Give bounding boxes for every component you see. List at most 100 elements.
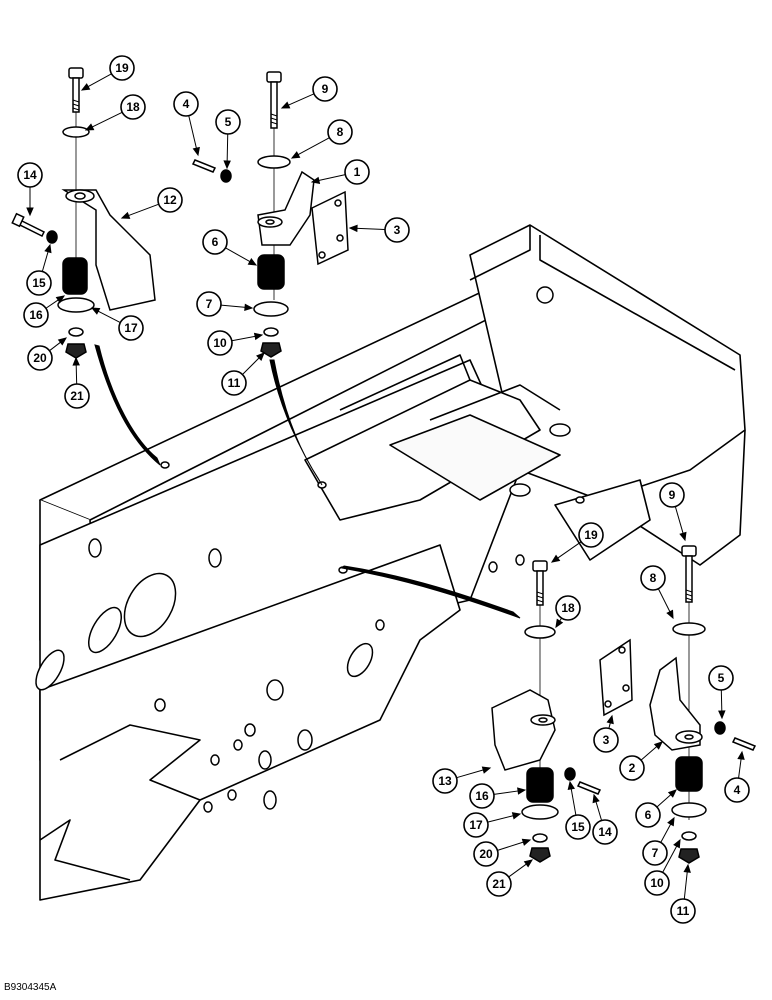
callout-19: 19 (578, 522, 604, 548)
callout-leader-1 (316, 174, 346, 182)
callout-leader-5 (226, 133, 229, 164)
callout-12: 12 (157, 187, 183, 213)
callout-number: 20 (33, 351, 47, 365)
callout-bubble (221, 370, 247, 396)
callout-number: 15 (32, 276, 46, 290)
callout-number: 16 (29, 308, 43, 322)
callout-number: 8 (337, 125, 344, 139)
callout-bubble (118, 315, 144, 341)
callout-arrowhead-11 (256, 352, 265, 361)
mount-bracket-12-group (11, 67, 156, 359)
callout-16: 16 (469, 783, 495, 809)
callout-number: 13 (438, 774, 452, 788)
callout-number: 18 (126, 100, 140, 114)
callout-bubble (619, 755, 645, 781)
callout-bubble (215, 109, 241, 135)
washer-18-upper (62, 126, 90, 138)
callout-arrowhead-8 (290, 151, 301, 159)
callout-leader-4 (188, 115, 198, 151)
callout-bubble (312, 76, 338, 102)
callout-arrowhead-2 (653, 741, 663, 750)
callout-leaders (26, 73, 745, 900)
callout-bubble (555, 595, 581, 621)
callout-bubble (64, 383, 90, 409)
callout-bubble (27, 345, 53, 371)
mount-bracket-2-group (599, 545, 757, 864)
callout-bubble (120, 94, 146, 120)
callout-leader-20 (49, 340, 63, 352)
callout-18: 18 (555, 595, 581, 621)
callout-bubble (463, 812, 489, 838)
callout-bubble (432, 768, 458, 794)
callout-20: 20 (473, 841, 499, 867)
callout-number: 3 (603, 733, 610, 747)
callout-leader-6 (225, 247, 252, 263)
callout-number: 14 (598, 825, 612, 839)
callout-bubble (109, 55, 135, 81)
callout-bubble (469, 783, 495, 809)
callout-arrowhead-21 (523, 859, 534, 868)
callout-bubble (565, 814, 591, 840)
callout-leader-11 (683, 869, 688, 900)
mount-bracket-1-group (191, 71, 349, 358)
callout-arrowhead-7 (667, 816, 675, 827)
bolt-9-upper (266, 71, 282, 129)
callout-arrowhead-16 (517, 787, 527, 795)
callout-9: 9 (659, 482, 685, 508)
callout-15: 15 (26, 270, 52, 296)
callout-leader-15 (570, 786, 577, 816)
callout-arrowhead-5 (223, 160, 231, 170)
callout-11: 11 (221, 370, 247, 396)
callout-arrowhead-11 (683, 863, 691, 873)
callout-number: 21 (70, 389, 84, 403)
callout-4: 4 (173, 91, 199, 117)
callout-leader-20 (497, 841, 526, 851)
callout-bubble (384, 217, 410, 243)
callout-17: 17 (118, 315, 144, 341)
callout-bubble (26, 270, 52, 296)
callout-5: 5 (215, 109, 241, 135)
callout-leader-7 (660, 822, 673, 843)
callout-bubble (202, 229, 228, 255)
callout-bubble (593, 727, 619, 753)
callout-bubble (578, 522, 604, 548)
bolt-19-upper (68, 67, 84, 113)
frame-assembly (39, 224, 746, 901)
callout-number: 21 (492, 877, 506, 891)
callout-arrowhead-19 (550, 554, 561, 563)
callout-3: 3 (384, 217, 410, 243)
callout-bubble (670, 898, 696, 924)
callout-18: 18 (120, 94, 146, 120)
callout-leader-16 (493, 790, 521, 795)
callout-number: 4 (183, 97, 190, 111)
callout-1: 1 (344, 159, 370, 185)
callout-leader-10 (662, 844, 679, 873)
callout-arrowhead-10 (253, 332, 264, 341)
callout-bubble (640, 565, 666, 591)
callout-arrowhead-9 (679, 531, 687, 542)
callout-labels: 1918141215161720219458136710119198185324… (17, 55, 750, 924)
callout-arrowhead-21 (72, 356, 80, 366)
callout-number: 10 (650, 876, 664, 890)
callout-bubble (659, 482, 685, 508)
callout-arrowhead-8 (666, 609, 674, 620)
callout-10: 10 (644, 870, 670, 896)
callout-leader-4 (738, 756, 742, 779)
callout-number: 7 (206, 297, 213, 311)
callout-8: 8 (327, 119, 353, 145)
callout-number: 4 (734, 783, 741, 797)
callout-number: 15 (571, 820, 585, 834)
callout-number: 10 (213, 336, 227, 350)
callout-bubble (642, 840, 668, 866)
callout-arrowhead-19 (80, 83, 91, 91)
callout-2: 2 (619, 755, 645, 781)
callout-leader-2 (640, 744, 659, 761)
callout-arrowhead-18 (84, 123, 95, 131)
callout-leader-19 (555, 541, 582, 560)
callout-arrowhead-20 (521, 838, 532, 846)
washer-18-lower (524, 625, 556, 639)
callout-arrowhead-1 (310, 176, 321, 185)
callout-arrowhead-4 (737, 750, 745, 760)
callout-number: 5 (225, 115, 232, 129)
